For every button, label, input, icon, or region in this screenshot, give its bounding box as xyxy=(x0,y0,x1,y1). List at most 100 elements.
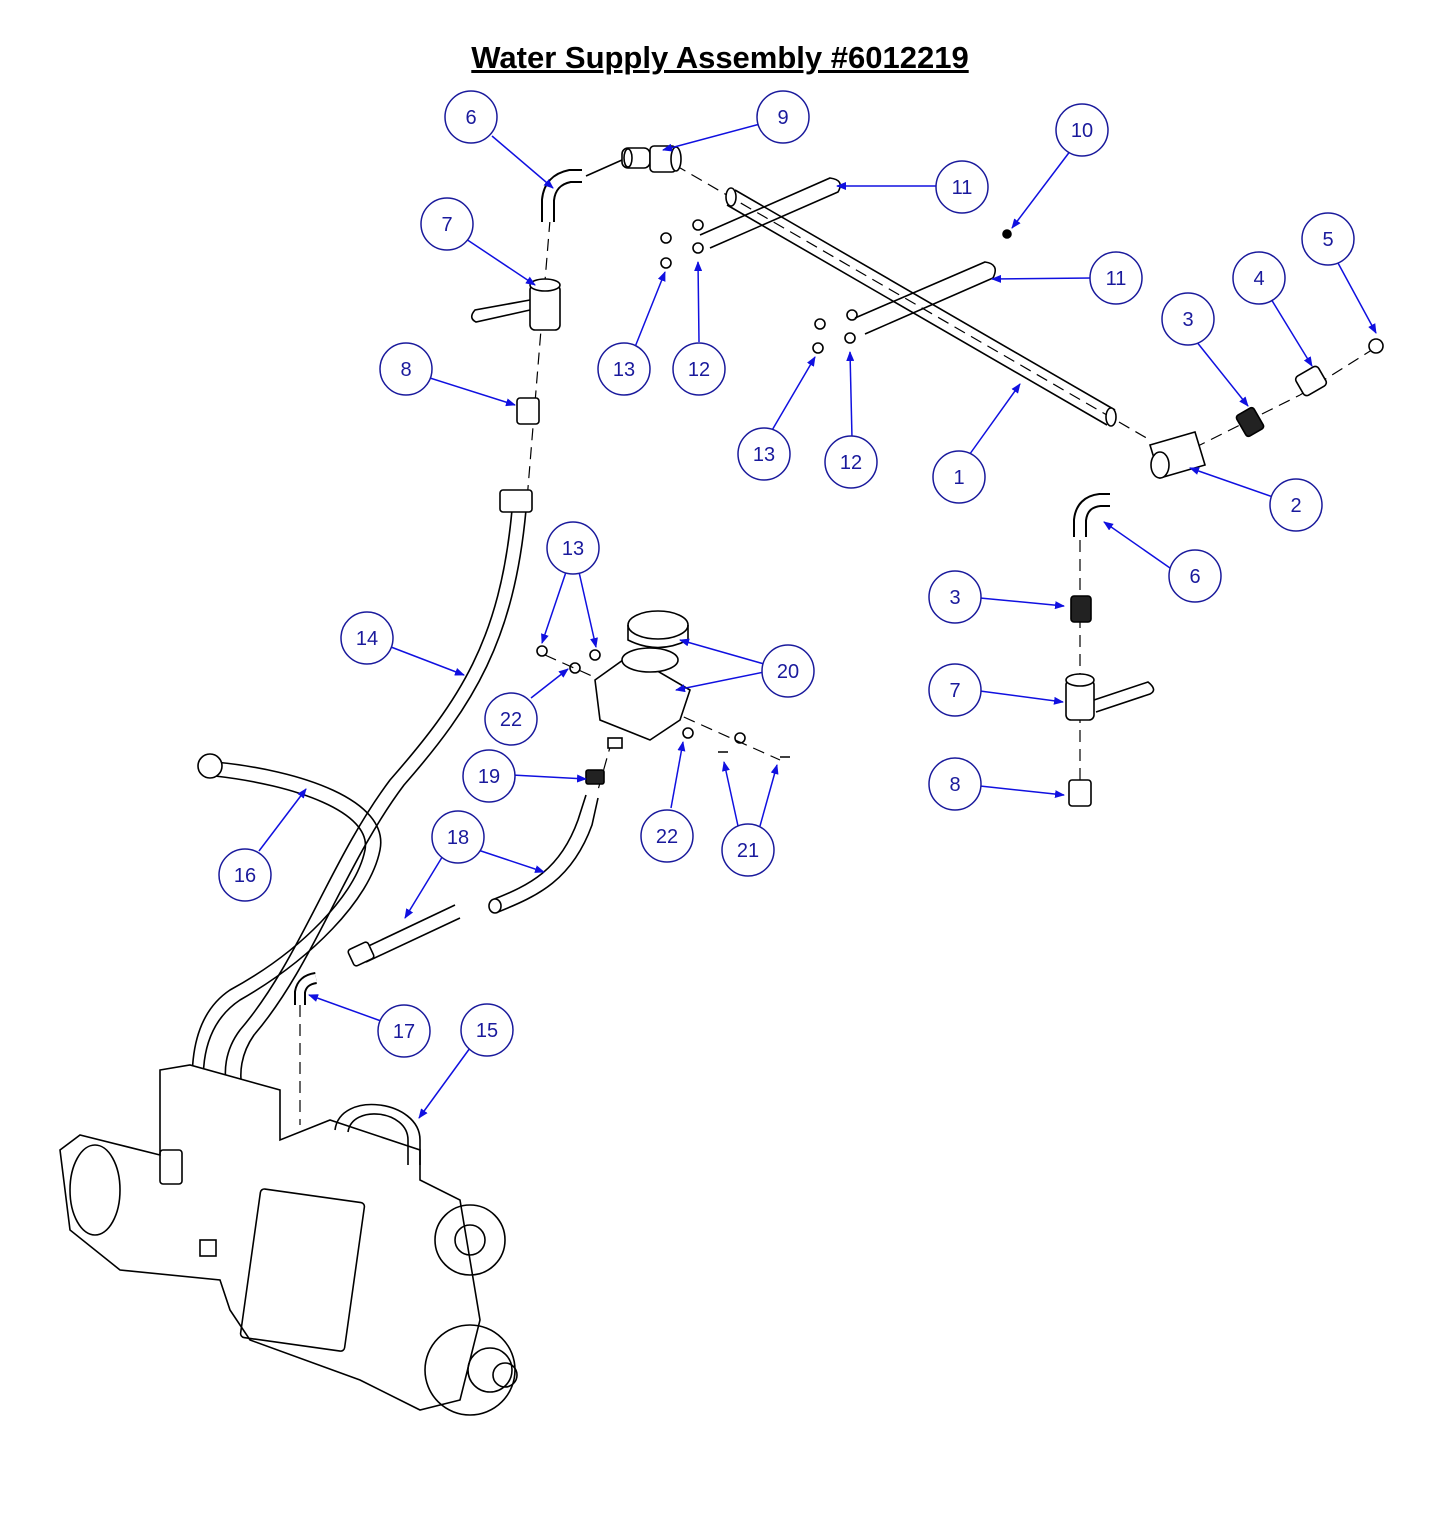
callout-16: 16 xyxy=(218,848,272,902)
callout-label: 21 xyxy=(737,840,759,862)
callout-circle xyxy=(1301,212,1355,266)
callout-circle xyxy=(761,644,815,698)
callout-circle xyxy=(721,823,775,877)
callout-label: 14 xyxy=(356,628,378,650)
callout-label: 18 xyxy=(447,827,469,849)
callout-label: 7 xyxy=(441,214,452,236)
ball-valve-right xyxy=(1065,673,1155,721)
callout-13: 13 xyxy=(597,342,651,396)
callout-circle xyxy=(444,90,498,144)
callout-3: 3 xyxy=(928,570,982,624)
callout-label: 13 xyxy=(753,444,775,466)
strainer-20 xyxy=(594,610,691,749)
callout-label: 11 xyxy=(952,177,973,199)
callout-circle xyxy=(824,435,878,489)
pump-housing xyxy=(59,1064,518,1416)
strainer-hardware xyxy=(536,645,790,758)
callout-9: 9 xyxy=(756,90,810,144)
hose-16 xyxy=(191,753,382,1126)
callout-6: 6 xyxy=(1168,549,1222,603)
callout-circle xyxy=(928,757,982,811)
callout-3: 3 xyxy=(1161,292,1215,346)
callout-label: 22 xyxy=(500,709,522,731)
callout-4: 4 xyxy=(1232,251,1286,305)
callout-11: 11 xyxy=(935,160,989,214)
callout-5: 5 xyxy=(1301,212,1355,266)
callout-label: 6 xyxy=(465,107,476,129)
coupling-4 xyxy=(1294,365,1328,397)
callout-13: 13 xyxy=(737,427,791,481)
callout-label: 8 xyxy=(400,359,411,381)
callout-circle xyxy=(640,809,694,863)
callout-21: 21 xyxy=(721,823,775,877)
callout-circle xyxy=(1269,478,1323,532)
callout-circle xyxy=(756,90,810,144)
callout-circle xyxy=(484,692,538,746)
callout-circle xyxy=(462,749,516,803)
pipe-1 xyxy=(725,187,1117,427)
callout-label: 4 xyxy=(1253,268,1264,290)
hex-nipple-upper xyxy=(516,397,540,425)
callout-label: 13 xyxy=(562,538,584,560)
callout-22: 22 xyxy=(640,809,694,863)
parts-drawing xyxy=(59,145,1384,1416)
callout-label: 1 xyxy=(953,467,964,489)
callout-circle xyxy=(377,1004,431,1058)
callout-2: 2 xyxy=(1269,478,1323,532)
callout-label: 3 xyxy=(1182,309,1193,331)
callout-label: 19 xyxy=(478,766,500,788)
callout-circle xyxy=(672,342,726,396)
callout-label: 11 xyxy=(1106,268,1127,290)
callout-20: 20 xyxy=(761,644,815,698)
callout-label: 9 xyxy=(777,107,788,129)
callout-18: 18 xyxy=(431,810,485,864)
callout-8: 8 xyxy=(379,342,433,396)
callout-22: 22 xyxy=(484,692,538,746)
callout-label: 13 xyxy=(613,359,635,381)
callout-14: 14 xyxy=(340,611,394,665)
callout-10: 10 xyxy=(1055,103,1109,157)
callout-circle xyxy=(1161,292,1215,346)
callout-circle xyxy=(460,1003,514,1057)
callout-13: 13 xyxy=(546,521,600,575)
callout-1: 1 xyxy=(932,450,986,504)
callout-7: 7 xyxy=(420,197,474,251)
callout-circle xyxy=(218,848,272,902)
callout-7: 7 xyxy=(928,663,982,717)
callout-15: 15 xyxy=(460,1003,514,1057)
tee-fitting-2 xyxy=(1148,431,1207,479)
callout-8: 8 xyxy=(928,757,982,811)
callout-label: 12 xyxy=(688,359,710,381)
callout-12: 12 xyxy=(824,435,878,489)
ball-valve-upper xyxy=(470,278,561,331)
callout-19: 19 xyxy=(462,749,516,803)
barb-fitting-19 xyxy=(585,769,605,785)
callout-circle xyxy=(1168,549,1222,603)
elbow-fitting-right xyxy=(1073,493,1110,537)
cap-5 xyxy=(1368,338,1384,354)
callout-circle xyxy=(928,570,982,624)
callout-label: 17 xyxy=(393,1021,415,1043)
callout-circle xyxy=(597,342,651,396)
close-nipple-upper xyxy=(1235,406,1265,438)
hex-nipple-right xyxy=(1068,779,1092,807)
callout-circle xyxy=(420,197,474,251)
plug-10 xyxy=(1002,229,1012,239)
callout-label: 6 xyxy=(1189,566,1200,588)
swivel-elbow-9 xyxy=(621,145,682,173)
callout-circle xyxy=(1055,103,1109,157)
callout-label: 2 xyxy=(1290,495,1301,517)
callout-label: 3 xyxy=(949,587,960,609)
callout-label: 10 xyxy=(1071,120,1093,142)
u-bolt-lower xyxy=(854,261,996,335)
diagram-title: Water Supply Assembly #6012219 xyxy=(471,40,969,75)
elbow-fitting-upper xyxy=(541,169,582,222)
hose-18 xyxy=(347,904,461,967)
callout-17: 17 xyxy=(377,1004,431,1058)
callout-12: 12 xyxy=(672,342,726,396)
callout-label: 8 xyxy=(949,774,960,796)
callout-circle xyxy=(431,810,485,864)
washers-nuts-lower xyxy=(812,309,858,354)
